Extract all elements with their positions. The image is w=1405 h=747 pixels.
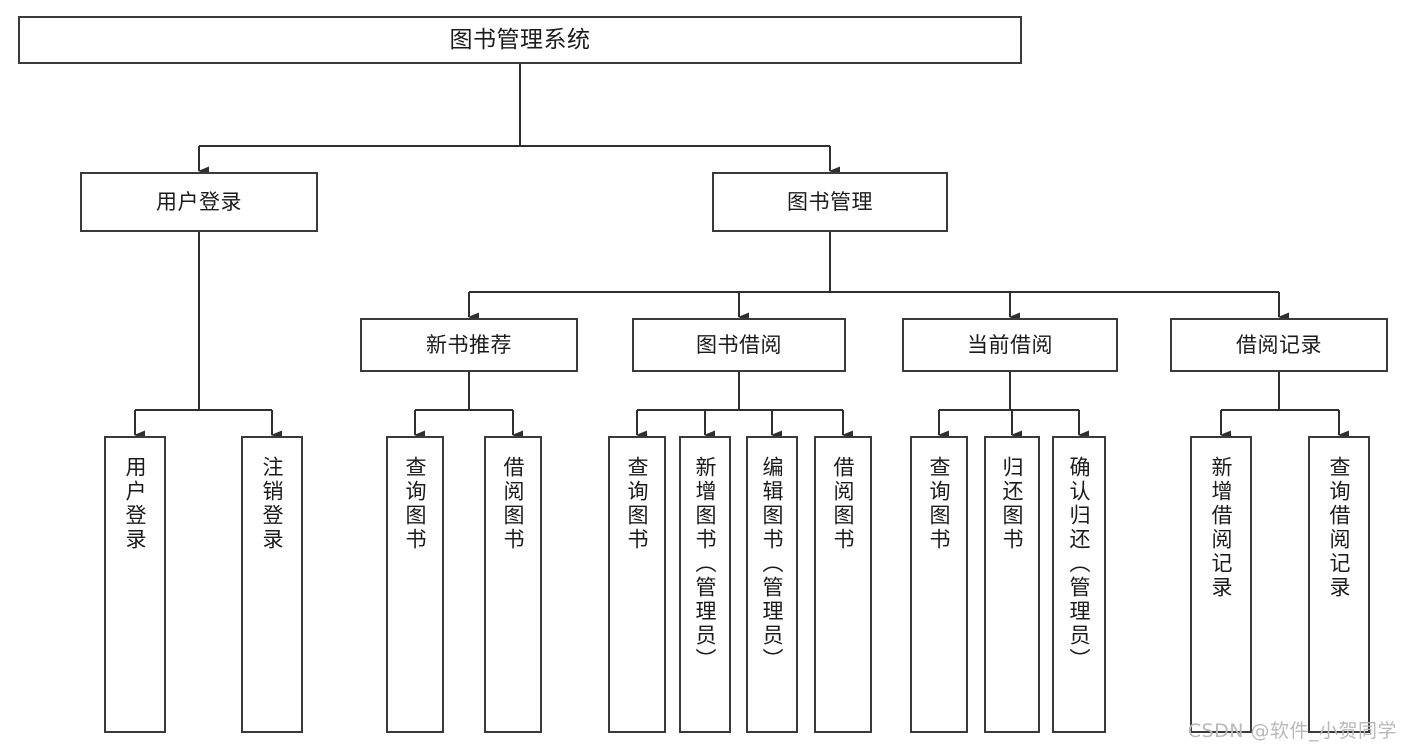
level1-node-n-user-login[interactable]: 用户登录 bbox=[80, 172, 318, 232]
leaf-node-leaf-cur-query-book[interactable]: 查询图书 bbox=[910, 436, 968, 733]
node-label: 图书管理 bbox=[787, 189, 873, 214]
leaf-node-leaf-rec-query-book[interactable]: 查询图书 bbox=[386, 436, 444, 733]
leaf-node-leaf-user-login[interactable]: 用户登录 bbox=[104, 436, 166, 733]
level2-node-n-book-borrow[interactable]: 图书借阅 bbox=[632, 318, 846, 372]
level1-node-n-book-manage[interactable]: 图书管理 bbox=[712, 172, 948, 232]
node-label: 查询图书 bbox=[927, 456, 952, 552]
node-label: 查询图书 bbox=[625, 456, 650, 552]
node-label: 归还图书 bbox=[1000, 456, 1025, 552]
leaf-node-leaf-rec-borrow-book[interactable]: 借阅图书 bbox=[484, 436, 542, 733]
node-label: 图书管理系统 bbox=[449, 26, 591, 53]
node-label: 图书借阅 bbox=[696, 332, 782, 357]
leaf-node-leaf-bor-add-book[interactable]: 新增图书（管理员） bbox=[679, 436, 731, 733]
node-label: 用户登录 bbox=[123, 456, 148, 552]
leaf-node-leaf-bor-edit-book[interactable]: 编辑图书（管理员） bbox=[746, 436, 798, 733]
leaf-node-leaf-bor-borrow-book[interactable]: 借阅图书 bbox=[814, 436, 872, 733]
node-label: 确认归还（管理员） bbox=[1067, 456, 1092, 672]
leaf-node-leaf-bor-query-book[interactable]: 查询图书 bbox=[608, 436, 666, 733]
level2-node-n-borrow-record[interactable]: 借阅记录 bbox=[1170, 318, 1388, 372]
node-label: 新书推荐 bbox=[426, 332, 512, 357]
node-label: 新增借阅记录 bbox=[1209, 456, 1234, 600]
node-label: 查询借阅记录 bbox=[1327, 456, 1352, 600]
edge-group bbox=[133, 64, 1349, 440]
leaf-node-leaf-cur-confirm[interactable]: 确认归还（管理员） bbox=[1052, 436, 1106, 733]
leaf-node-leaf-cur-return-book[interactable]: 归还图书 bbox=[984, 436, 1040, 733]
node-label: 新增图书（管理员） bbox=[693, 456, 718, 672]
node-label: 注销登录 bbox=[260, 456, 285, 552]
node-label: 当前借阅 bbox=[967, 332, 1053, 357]
node-label: 借阅图书 bbox=[501, 456, 526, 552]
node-label: 编辑图书（管理员） bbox=[760, 456, 785, 672]
node-label: 用户登录 bbox=[156, 189, 242, 214]
node-label: 借阅记录 bbox=[1236, 332, 1322, 357]
level2-node-n-new-book-rec[interactable]: 新书推荐 bbox=[360, 318, 578, 372]
root-node-root[interactable]: 图书管理系统 bbox=[18, 16, 1022, 64]
watermark: CSDN @软件_小贺同学 bbox=[1187, 720, 1397, 742]
leaf-node-leaf-rec-add-record[interactable]: 新增借阅记录 bbox=[1190, 436, 1252, 733]
node-label: 查询图书 bbox=[403, 456, 428, 552]
leaf-node-leaf-user-logout[interactable]: 注销登录 bbox=[241, 436, 303, 733]
level2-node-n-current-borrow[interactable]: 当前借阅 bbox=[902, 318, 1118, 372]
node-label: 借阅图书 bbox=[831, 456, 856, 552]
leaf-node-leaf-rec-query-record[interactable]: 查询借阅记录 bbox=[1308, 436, 1370, 733]
